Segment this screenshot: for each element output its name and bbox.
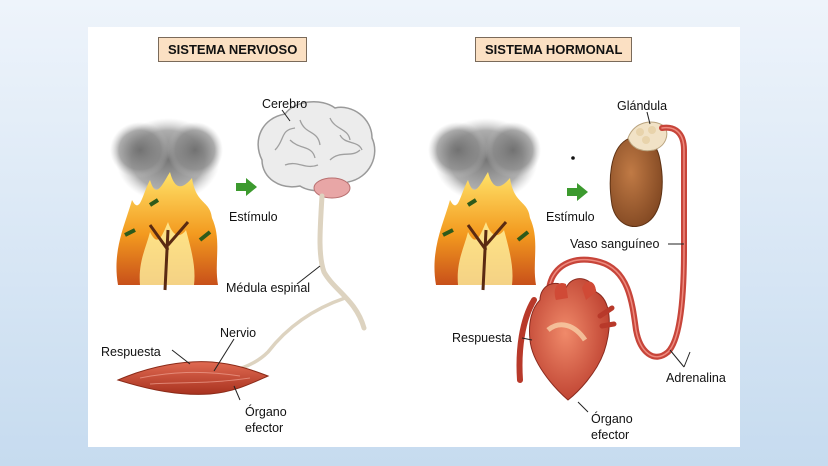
label-effector-right-1: Órgano bbox=[591, 412, 633, 426]
label-effector-left-2: efector bbox=[245, 421, 284, 435]
label-gland: Glándula bbox=[617, 99, 668, 113]
gland-illustration bbox=[609, 121, 668, 227]
label-nerve: Nervio bbox=[220, 326, 257, 340]
fire-illustration-left bbox=[110, 118, 223, 291]
title-nervous-system: SISTEMA NERVIOSO bbox=[158, 37, 308, 62]
brain-illustration bbox=[257, 101, 376, 199]
label-brain: Cerebro bbox=[262, 97, 308, 111]
spinal-cord bbox=[317, 193, 367, 331]
label-stimulus-right: Estímulo bbox=[546, 210, 595, 224]
arrow-icon-right bbox=[567, 183, 588, 201]
label-adrenaline: Adrenalina bbox=[666, 371, 726, 385]
fire-illustration-right bbox=[428, 118, 541, 291]
title-hormonal-system: SISTEMA HORMONAL bbox=[475, 37, 633, 62]
label-response-right: Respuesta bbox=[452, 331, 512, 345]
label-stimulus-left: Estímulo bbox=[229, 210, 278, 224]
leader-lines-left bbox=[171, 109, 321, 401]
label-response-left: Respuesta bbox=[101, 345, 161, 359]
dot-marker bbox=[571, 156, 575, 160]
label-spinal-cord: Médula espinal bbox=[226, 281, 311, 295]
blood-vessel-highlight bbox=[548, 126, 685, 358]
leader-lines-right bbox=[521, 111, 691, 413]
label-effector-left-1: Órgano bbox=[245, 405, 287, 419]
label-blood-vessel: Vaso sanguíneo bbox=[570, 237, 660, 251]
muscle-illustration bbox=[116, 361, 270, 395]
heart-illustration bbox=[516, 278, 617, 401]
arrow-icon-left bbox=[236, 178, 257, 196]
label-effector-right-2: efector bbox=[591, 428, 630, 442]
